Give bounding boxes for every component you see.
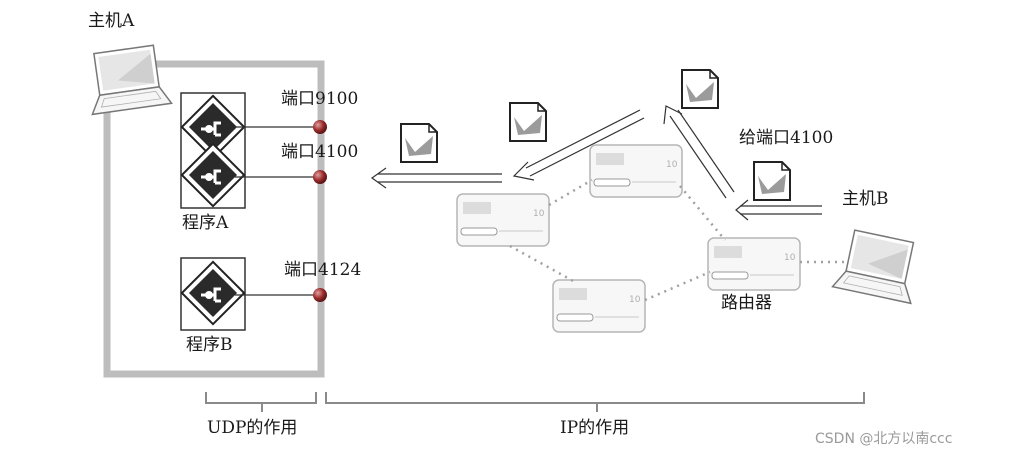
ip-role-label: IP的作用 (560, 418, 630, 438)
udp-role-label: UDP的作用 (207, 418, 298, 438)
port-dot-icon (313, 288, 327, 302)
document-check-icon (400, 123, 438, 163)
port-4100-label: 端口4100 (281, 142, 359, 162)
program-a-label: 程序A (182, 213, 229, 233)
router-icon (707, 237, 801, 291)
router-label: 路由器 (721, 293, 772, 313)
router-icon (552, 279, 646, 333)
router-icon (589, 144, 683, 198)
port-dot-icon (313, 170, 327, 184)
packet-destination-label: 给端口4100 (739, 128, 834, 148)
udp-bracket (205, 392, 317, 412)
arrow-left-icon (663, 105, 683, 125)
port-dot-icon (313, 120, 327, 134)
arrow-left-icon (370, 167, 387, 189)
arrow-left-icon (512, 161, 535, 181)
packet-path (370, 105, 822, 221)
document-check-icon (509, 102, 547, 142)
watermark: CSDN @北方以南ccc (815, 431, 953, 447)
program-b-label: 程序B (186, 335, 233, 355)
host-b-label: 主机B (842, 189, 889, 209)
host-a-box (103, 60, 325, 378)
laptop-icon (831, 227, 925, 305)
document-check-icon (753, 161, 791, 201)
arrow-left-icon (735, 199, 749, 221)
ip-bracket (325, 392, 865, 412)
port-4124-label: 端口4124 (284, 260, 362, 280)
host-a-label: 主机A (88, 11, 135, 31)
laptop-icon (83, 43, 173, 116)
port-9100-label: 端口9100 (281, 89, 359, 109)
router-links (509, 178, 865, 302)
document-check-icon (681, 69, 719, 109)
router-icon (456, 193, 550, 247)
